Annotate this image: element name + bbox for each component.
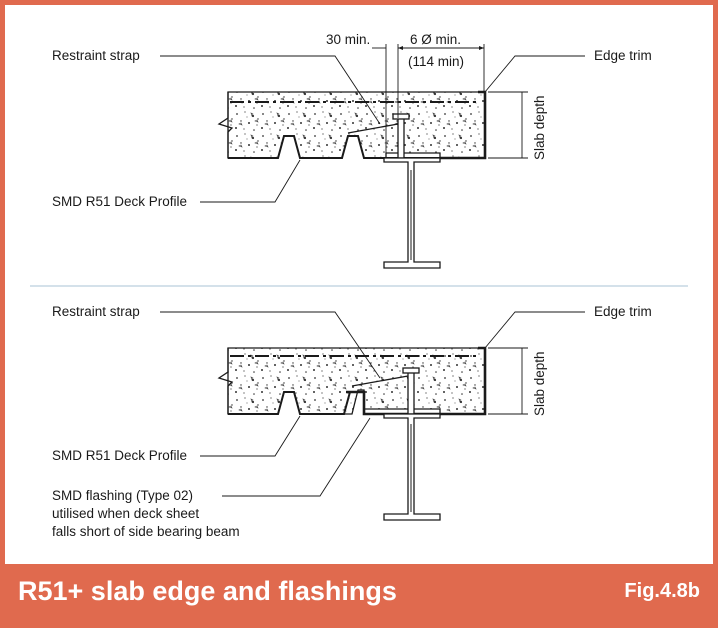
bottom-break-line [217, 348, 234, 414]
top-slab-depth-label: Slab depth [532, 95, 547, 160]
bottom-deck [228, 391, 360, 415]
top-restraint-strap [347, 123, 399, 134]
caption-banner: R51+ slab edge and flashings Fig.4.8b [0, 564, 718, 628]
top-deck-leader [200, 159, 301, 203]
top-edge-trim [440, 90, 487, 160]
bottom-slab-depth-label: Slab depth [532, 351, 547, 416]
bottom-strap-leader [160, 311, 381, 379]
top-deck-profile-label: SMD R51 Deck Profile [52, 194, 187, 209]
figure-number: Fig.4.8b [624, 580, 700, 602]
top-deck [228, 135, 440, 159]
bottom-restraint-strap [351, 375, 409, 387]
top-edge-trim-label: Edge trim [594, 48, 652, 63]
bottom-detail [160, 311, 585, 521]
bottom-deck-leader [200, 415, 301, 457]
top-dim-30-label: 30 min. [326, 32, 370, 47]
top-shear-stud [397, 117, 405, 159]
top-detail [160, 44, 585, 269]
top-break-line [217, 92, 234, 158]
bottom-shear-stud [407, 371, 415, 415]
bottom-slab [227, 347, 486, 415]
top-dim-114-label: (114 min) [408, 54, 464, 69]
bottom-flashing-leader [222, 417, 371, 497]
top-dim-6-label: 6 Ø min. [410, 32, 461, 47]
top-restraint-strap-label: Restraint strap [52, 48, 140, 63]
bottom-deck-profile-label: SMD R51 Deck Profile [52, 448, 187, 463]
top-strap-leader [160, 55, 381, 125]
top-edge-trim-leader [484, 55, 585, 93]
bottom-edge-trim-leader [484, 311, 585, 349]
bottom-flashing-label-1: SMD flashing (Type 02) [52, 488, 193, 503]
bottom-flashing-label-2: utilised when deck sheet [52, 506, 199, 521]
top-i-beam [383, 157, 441, 269]
bottom-edge-trim [440, 346, 487, 416]
bottom-edge-trim-label: Edge trim [594, 304, 652, 319]
bottom-flashing-label-3: falls short of side bearing beam [52, 524, 240, 539]
bottom-restraint-strap-label: Restraint strap [52, 304, 140, 319]
bottom-i-beam [383, 413, 441, 521]
figure-title: R51+ slab edge and flashings [18, 576, 397, 606]
